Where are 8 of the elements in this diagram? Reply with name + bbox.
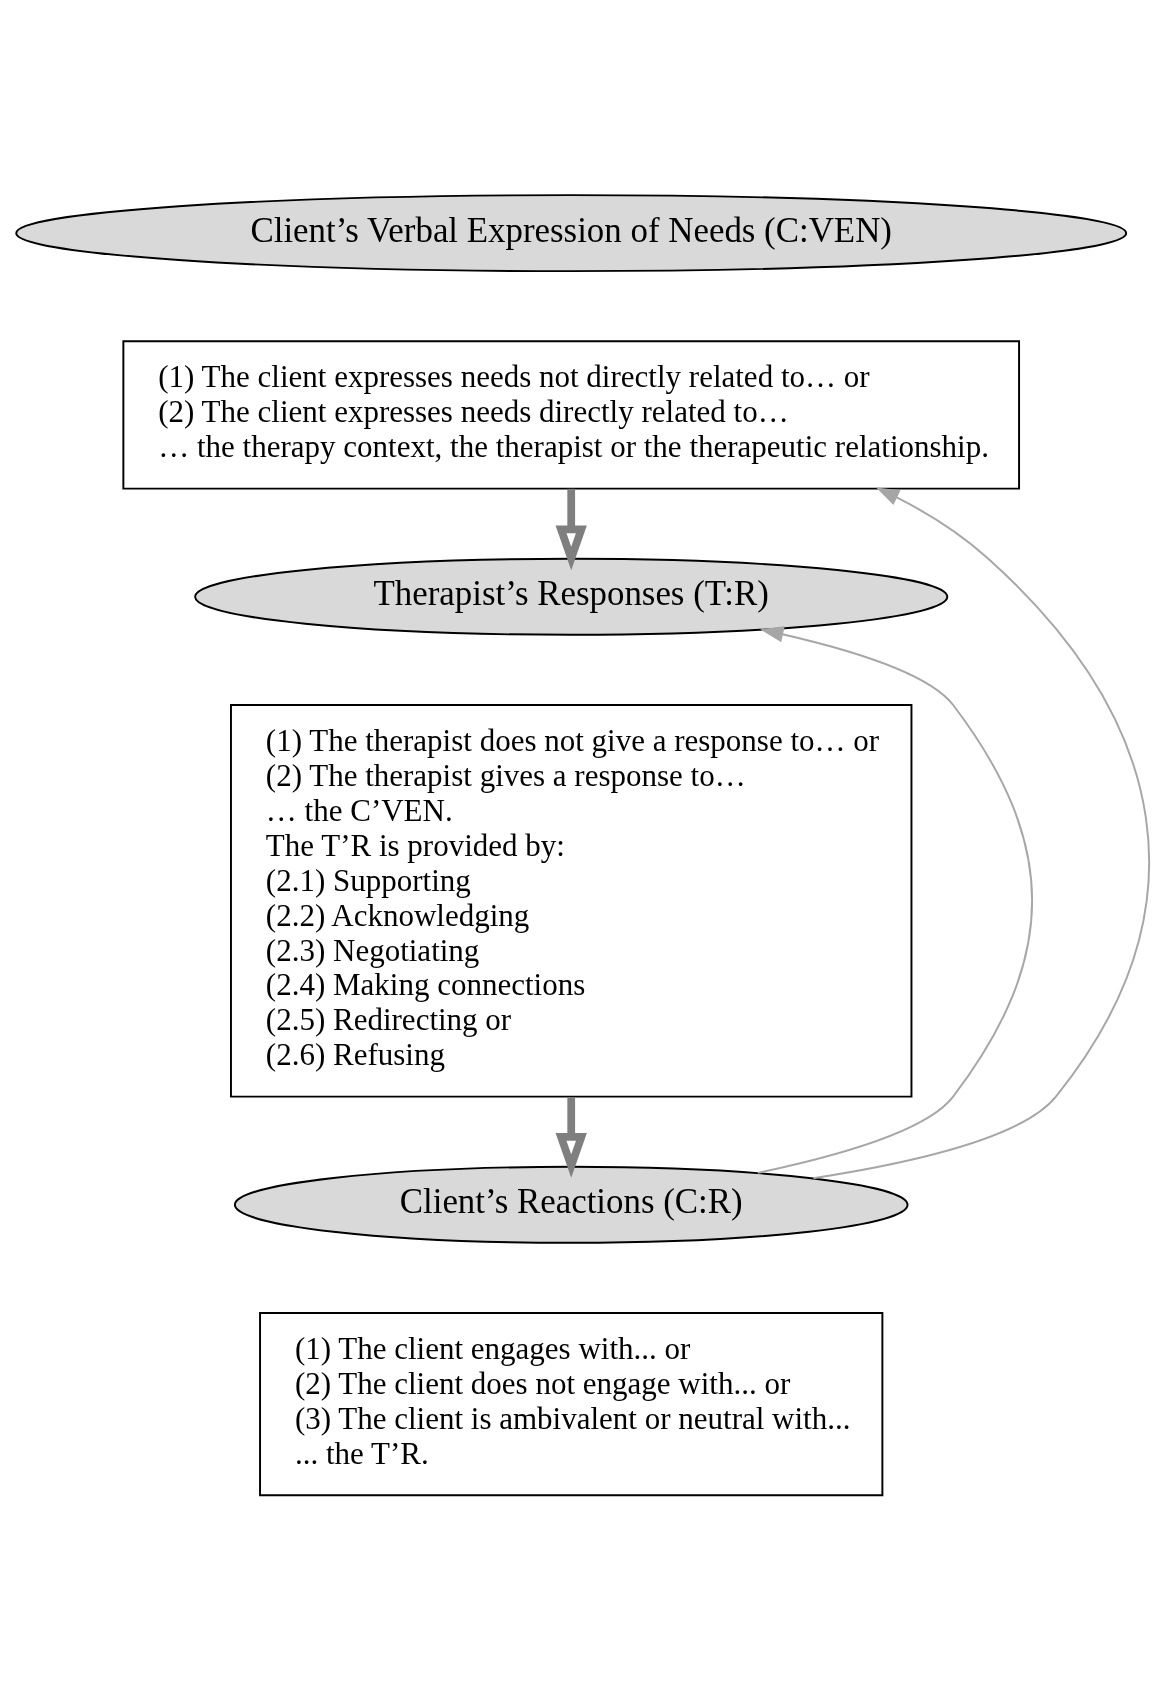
node-ellipse: Client’s Reactions (C:R) <box>233 1165 909 1244</box>
node-ellipse: Client’s Verbal Expression of Needs (C:VEN) <box>15 193 1128 272</box>
node-box: (1) The therapist does not give a response to… or (2) The therapist gives a response to… … the C’VEN. The T’R is provided by: (2.1) Supporting (2.2) Acknowledging (2.3) Negotiating (2.4) Making connections (2.5) Redirecting or (2.6) Refusing <box>230 703 913 1098</box>
node-ellipse: Therapist’s Responses (T:R) <box>194 557 949 636</box>
arrow <box>756 625 1034 1174</box>
arrow <box>812 486 1151 1179</box>
node-box: (1) The client expresses needs not directly related to… or (2) The client expresses needs directly related to… … the therapy context, the therapist or the therapeutic relationship. <box>122 339 1021 490</box>
node-box: (1) The client engages with... or (2) The client does not engage with... or (3) The client is ambivalent or neutral with... ... the T’R. <box>259 1311 884 1496</box>
